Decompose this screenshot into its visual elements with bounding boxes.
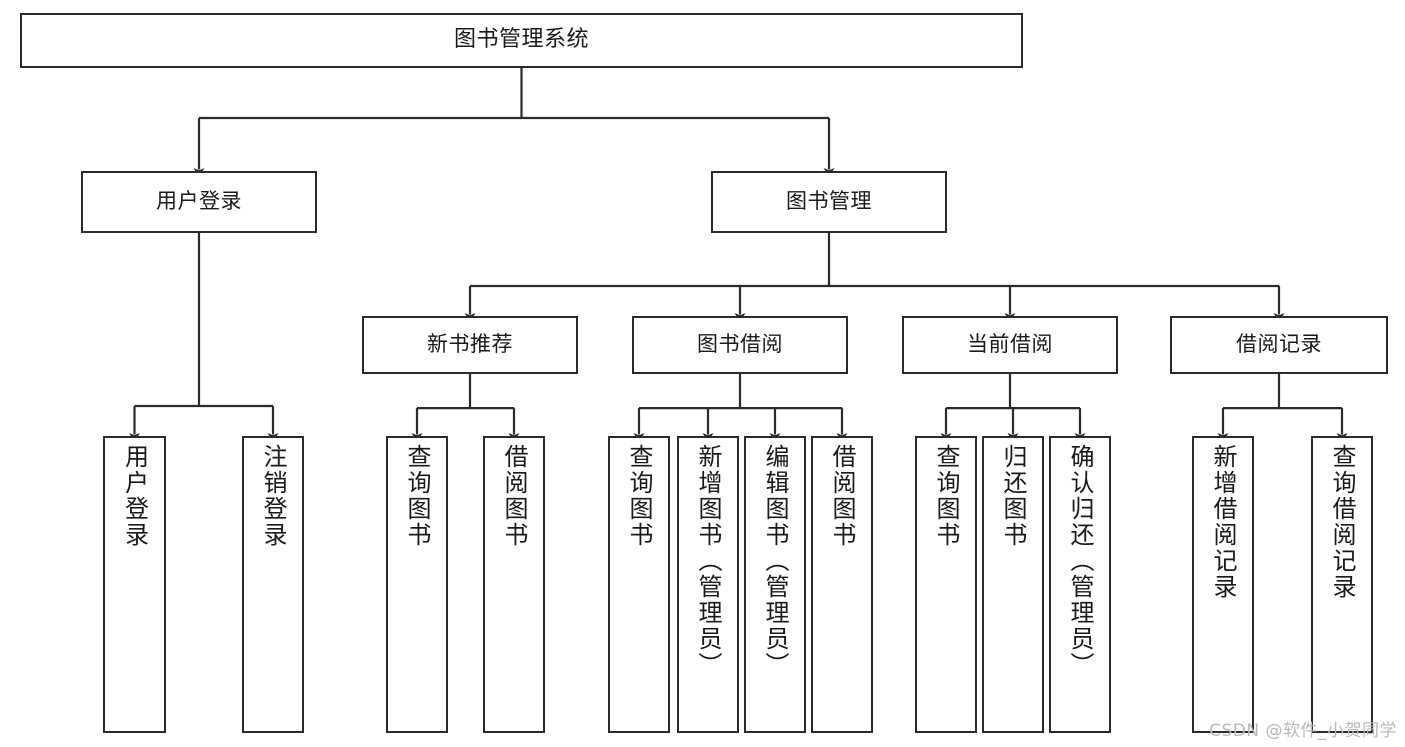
node-user-login[interactable]: 用户登录 (81, 171, 317, 233)
leaf-query-book-a-label: 查询图书 (403, 444, 431, 548)
node-borrow-record[interactable]: 借阅记录 (1170, 316, 1388, 374)
node-book-borrow-label: 图书借阅 (697, 332, 783, 357)
leaf-logout[interactable]: 注销登录 (242, 436, 304, 733)
leaf-edit-book[interactable]: 编辑图书（管理员） (744, 436, 806, 733)
leaf-logout-label: 注销登录 (259, 444, 287, 548)
leaf-return-book[interactable]: 归还图书 (982, 436, 1044, 733)
leaf-query-book-c[interactable]: 查询图书 (915, 436, 977, 733)
leaf-add-borrow-record[interactable]: 新增借阅记录 (1192, 436, 1254, 733)
leaf-query-borrow-record[interactable]: 查询借阅记录 (1311, 436, 1373, 733)
leaf-add-book[interactable]: 新增图书（管理员） (677, 436, 739, 733)
node-borrow-record-label: 借阅记录 (1236, 332, 1322, 357)
node-root[interactable]: 图书管理系统 (20, 13, 1023, 68)
node-book-borrow[interactable]: 图书借阅 (632, 316, 848, 374)
leaf-add-borrow-record-label: 新增借阅记录 (1209, 444, 1237, 600)
node-current-borrow[interactable]: 当前借阅 (902, 316, 1118, 374)
leaf-user-login-label: 用户登录 (120, 444, 149, 548)
leaf-borrow-book-a[interactable]: 借阅图书 (483, 436, 545, 733)
leaf-query-borrow-record-label: 查询借阅记录 (1328, 444, 1356, 600)
leaf-add-book-label: 新增图书（管理员） (694, 444, 722, 678)
leaf-confirm-return-label: 确认归还（管理员） (1066, 444, 1094, 678)
leaf-borrow-book-b-label: 借阅图书 (828, 444, 856, 548)
leaf-edit-book-label: 编辑图书（管理员） (761, 444, 789, 678)
node-user-login-label: 用户登录 (156, 189, 242, 214)
leaf-borrow-book-b[interactable]: 借阅图书 (811, 436, 873, 733)
csdn-watermark: CSDN @软件_小贺同学 (1209, 721, 1397, 741)
node-new-book-recommend-label: 新书推荐 (427, 332, 513, 357)
leaf-borrow-book-a-label: 借阅图书 (500, 444, 528, 548)
node-current-borrow-label: 当前借阅 (967, 332, 1053, 357)
node-new-book-recommend[interactable]: 新书推荐 (362, 316, 578, 374)
leaf-query-book-b-label: 查询图书 (625, 444, 653, 548)
leaf-return-book-label: 归还图书 (999, 444, 1027, 548)
leaf-user-login[interactable]: 用户登录 (103, 436, 166, 733)
leaf-query-book-b[interactable]: 查询图书 (608, 436, 670, 733)
node-book-manage[interactable]: 图书管理 (711, 171, 947, 233)
leaf-query-book-a[interactable]: 查询图书 (386, 436, 448, 733)
node-root-label: 图书管理系统 (453, 27, 589, 53)
node-book-manage-label: 图书管理 (786, 189, 872, 214)
leaf-query-book-c-label: 查询图书 (932, 444, 960, 548)
leaf-confirm-return[interactable]: 确认归还（管理员） (1049, 436, 1111, 733)
